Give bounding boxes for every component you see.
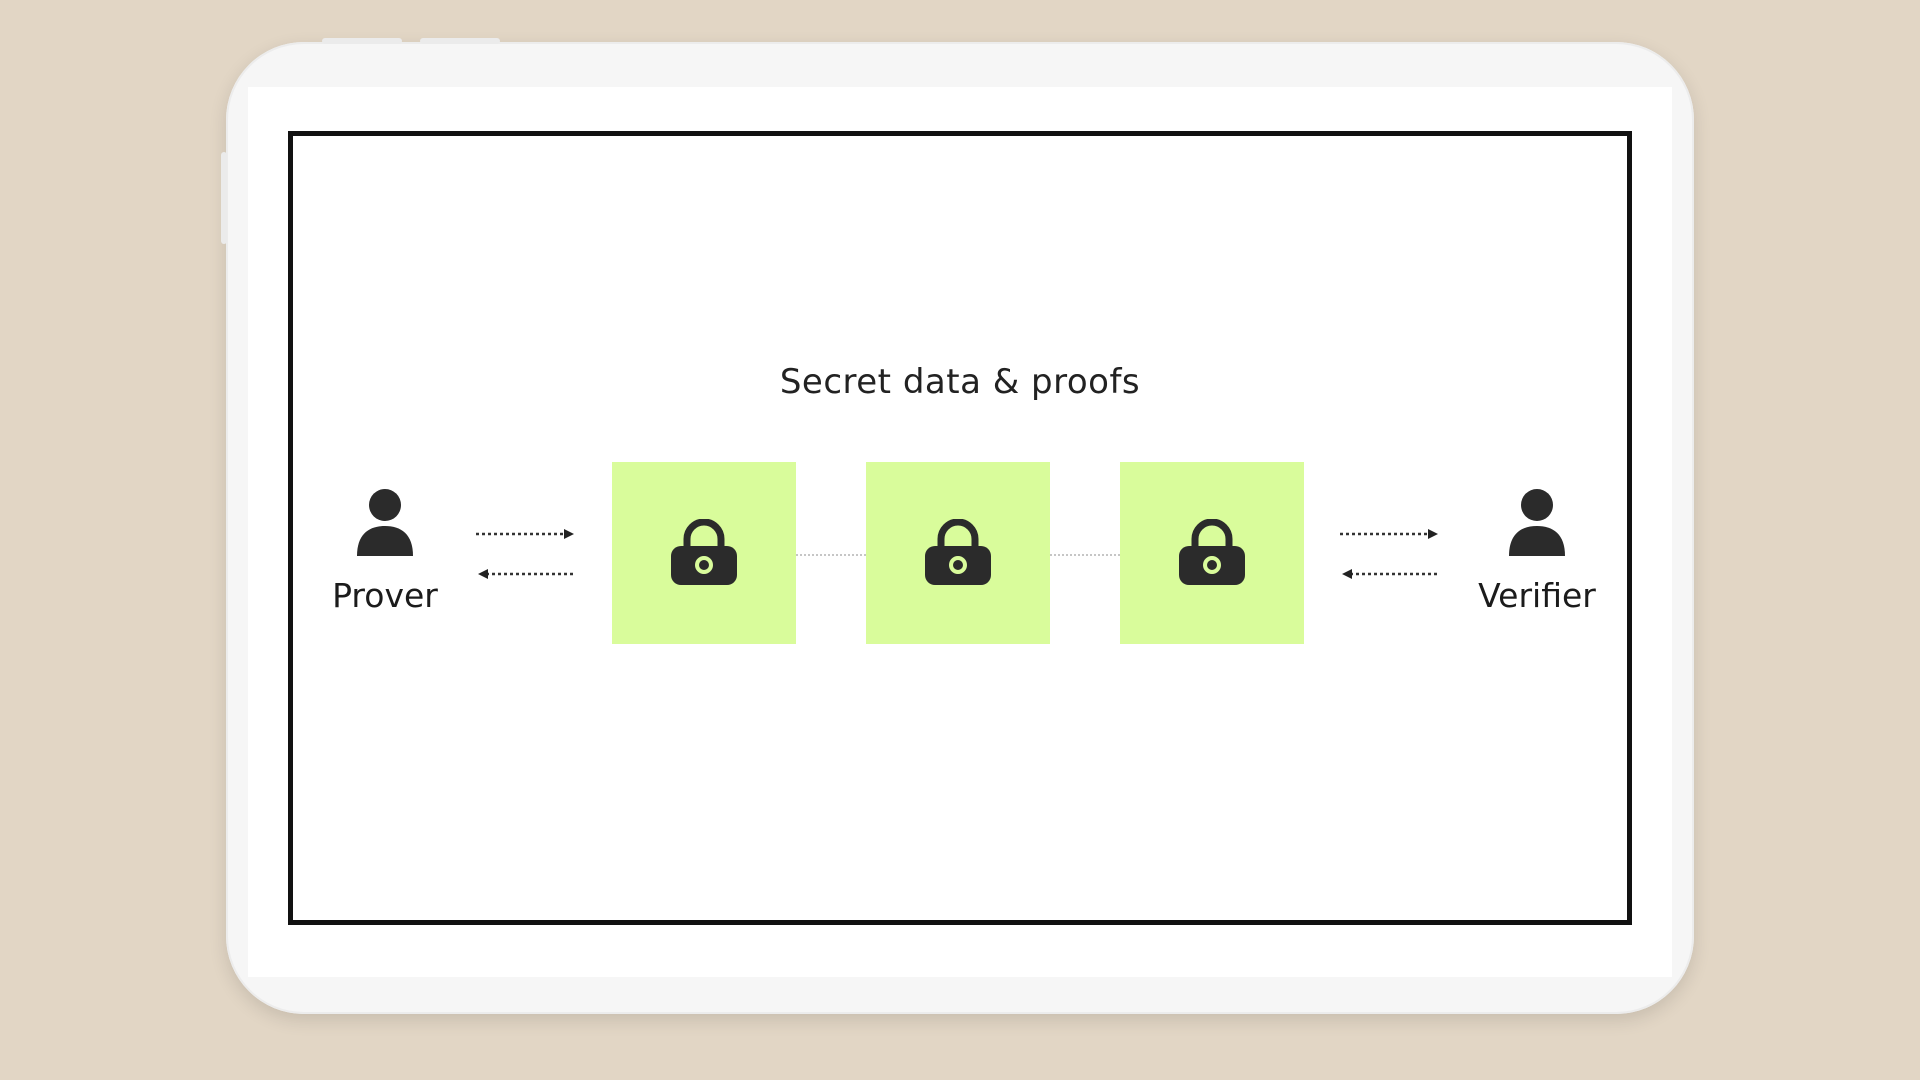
- device-top-button: [322, 38, 402, 44]
- secret-data-block: [612, 462, 796, 644]
- diagram-title: Secret data & proofs: [779, 362, 1141, 402]
- arrow-right-icon: [476, 529, 574, 539]
- lock-icon: [1179, 519, 1245, 585]
- arrow-left-icon: [1342, 569, 1440, 579]
- person-icon: [1509, 489, 1565, 556]
- lock-icon: [925, 519, 991, 585]
- device-side-button: [221, 152, 227, 244]
- device-top-button: [420, 38, 500, 44]
- verifier-label: Verifier: [1478, 576, 1596, 615]
- lock-icon: [671, 519, 737, 585]
- prover-label: Prover: [332, 576, 438, 615]
- block-connector: [1050, 554, 1120, 556]
- diagram-frame: [288, 131, 1632, 925]
- verifier-actor: Verifier: [1457, 486, 1617, 615]
- arrow-right-icon: [1340, 529, 1438, 539]
- person-icon: [357, 489, 413, 556]
- prover-actor: Prover: [305, 486, 465, 615]
- block-connector: [796, 554, 866, 556]
- arrow-left-icon: [478, 569, 576, 579]
- secret-data-block: [1120, 462, 1304, 644]
- secret-data-block: [866, 462, 1050, 644]
